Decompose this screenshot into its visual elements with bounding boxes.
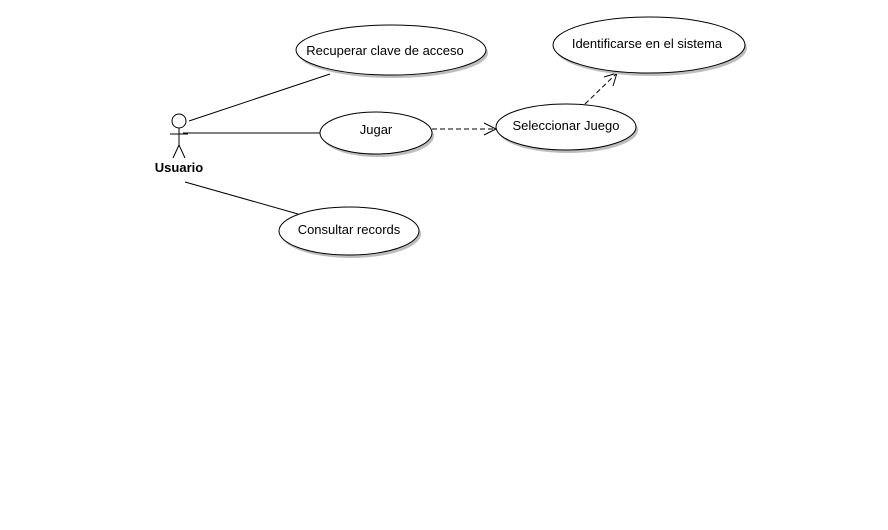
use-case-identificarse[interactable]: Identificarse en el sistema (552, 16, 747, 76)
dependency-seleccionar-identificarse (584, 73, 617, 105)
actor-left-leg (172, 144, 180, 159)
use-case-consultar[interactable]: Consultar records (278, 206, 421, 258)
actor-head (171, 113, 187, 129)
use-case-label: Recuperar clave de acceso (306, 43, 464, 58)
association-recuperar (188, 73, 331, 122)
use-case-label: Identificarse en el sistema (572, 36, 723, 51)
actor-usuario[interactable]: Usuario (155, 113, 203, 175)
use-case-label: Consultar records (298, 222, 401, 237)
association-consultar (184, 181, 299, 215)
use-case-seleccionar[interactable]: Seleccionar Juego (495, 103, 638, 153)
actor-right-leg (178, 144, 186, 159)
use-case-ellipse (295, 24, 487, 76)
use-case-label: Seleccionar Juego (513, 118, 620, 133)
actor-label: Usuario (155, 160, 203, 175)
use-case-label: Jugar (360, 122, 393, 137)
use-case-ellipse (319, 111, 433, 155)
use-case-recuperar[interactable]: Recuperar clave de acceso (295, 24, 488, 78)
use-case-ellipse (278, 206, 420, 256)
use-case-ellipse (495, 103, 637, 151)
use-case-jugar[interactable]: Jugar (319, 111, 434, 157)
use-case-ellipse (552, 16, 746, 74)
